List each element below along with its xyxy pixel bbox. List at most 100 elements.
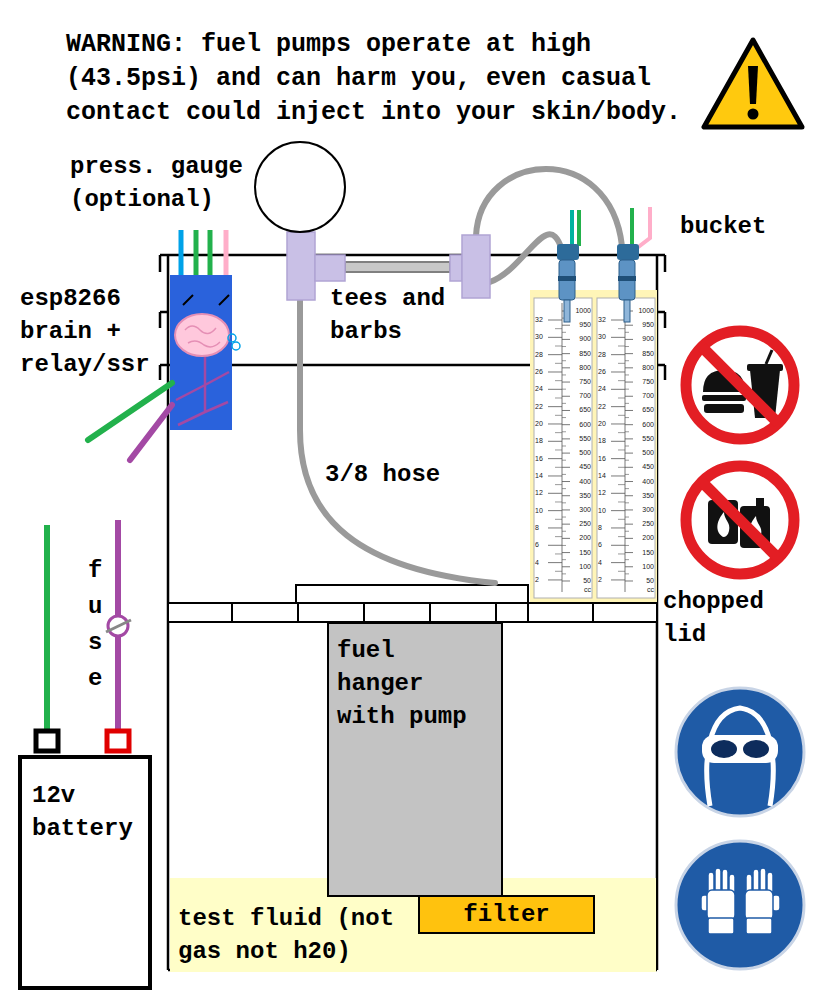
pressure-gauge bbox=[255, 142, 345, 232]
scale-tick bbox=[625, 389, 629, 390]
scale-tick bbox=[611, 441, 625, 442]
glove-palm bbox=[745, 890, 773, 920]
scale-tick bbox=[618, 328, 625, 329]
signal-wire bbox=[179, 230, 184, 278]
scale-number: 150 bbox=[571, 549, 591, 557]
graduated-cylinder bbox=[597, 298, 655, 598]
scale-tick bbox=[562, 353, 570, 354]
scale-number: 12 bbox=[535, 489, 547, 497]
flame-icon bbox=[717, 512, 729, 537]
prohibition-ring bbox=[686, 331, 794, 439]
scale-tick bbox=[555, 380, 562, 381]
brain-icon bbox=[175, 314, 229, 356]
scale-tick bbox=[625, 481, 633, 482]
goggle-lens bbox=[743, 740, 769, 758]
scale-tick bbox=[562, 389, 566, 390]
scale-tick bbox=[562, 346, 566, 347]
scale-tick bbox=[562, 360, 566, 361]
lid-cut bbox=[297, 603, 299, 622]
scale-tick bbox=[625, 396, 633, 397]
prohibition-slash bbox=[702, 482, 778, 558]
fuel-hose bbox=[345, 262, 450, 272]
hanger-flange bbox=[296, 585, 528, 603]
scale-tick bbox=[611, 406, 625, 407]
scale-tick bbox=[562, 552, 570, 553]
scale-number: 12 bbox=[598, 489, 610, 497]
injector-wire bbox=[570, 210, 574, 246]
scale-number: 550 bbox=[634, 435, 654, 443]
brain-fold bbox=[185, 326, 220, 347]
scale-number: 400 bbox=[634, 478, 654, 486]
scale-tick bbox=[562, 524, 570, 525]
scale-number: 400 bbox=[571, 478, 591, 486]
scale-number: 750 bbox=[571, 378, 591, 386]
no-food-sign bbox=[686, 331, 794, 439]
scale-tick bbox=[611, 389, 625, 390]
scale-number: 8 bbox=[598, 524, 610, 532]
scale-tick bbox=[548, 320, 562, 321]
prohibition-slash bbox=[702, 347, 778, 423]
scale-number: 2 bbox=[535, 576, 547, 584]
scale-number: 22 bbox=[598, 403, 610, 411]
scale-tick bbox=[562, 573, 566, 574]
scale-number: 950 bbox=[571, 321, 591, 329]
scale-tick bbox=[618, 397, 625, 398]
tee-fitting bbox=[450, 255, 462, 281]
scale-tick bbox=[562, 509, 570, 510]
scale-tick bbox=[562, 481, 570, 482]
injector bbox=[557, 210, 579, 322]
scale-tick bbox=[555, 397, 562, 398]
scale-tick bbox=[625, 545, 629, 546]
goggle-lens bbox=[711, 740, 737, 758]
scale-tick bbox=[625, 538, 633, 539]
scale-tick bbox=[555, 571, 562, 572]
scale-number: 200 bbox=[571, 534, 591, 542]
tee-fitting bbox=[315, 255, 345, 281]
scale-tick bbox=[562, 410, 570, 411]
scale-tick bbox=[548, 389, 562, 390]
bucket-rim bbox=[664, 365, 667, 380]
unit-label: cc bbox=[634, 586, 654, 594]
scale-tick bbox=[562, 474, 566, 475]
scale-tick bbox=[625, 410, 633, 411]
scale-tick bbox=[625, 559, 629, 560]
scale-tick bbox=[562, 424, 570, 425]
scale-tick bbox=[625, 332, 629, 333]
chopped-lid bbox=[168, 585, 657, 622]
scale-number: 600 bbox=[571, 421, 591, 429]
bucket-rim bbox=[664, 312, 667, 328]
filter-label: filter bbox=[463, 898, 549, 931]
scale-tick bbox=[555, 449, 562, 450]
scale-number: 1000 bbox=[634, 307, 654, 315]
scale-number: 14 bbox=[598, 472, 610, 480]
warning-sign bbox=[704, 40, 802, 127]
scale-tick bbox=[618, 432, 625, 433]
scale-tick bbox=[625, 531, 629, 532]
injector-body bbox=[559, 260, 575, 300]
no-flammables-sign bbox=[686, 466, 794, 574]
scale-number: 24 bbox=[535, 385, 547, 393]
scale-tick bbox=[625, 580, 633, 581]
scale-number: 6 bbox=[535, 541, 547, 549]
scale-tick bbox=[625, 424, 633, 425]
scale-tick bbox=[611, 337, 625, 338]
relay-switch bbox=[219, 295, 229, 305]
mandatory-disc bbox=[676, 688, 804, 816]
bucket-rim bbox=[160, 254, 665, 257]
scale-tick bbox=[555, 346, 562, 347]
scale-tick bbox=[555, 415, 562, 416]
scale-tick bbox=[618, 380, 625, 381]
scale-tick bbox=[625, 445, 629, 446]
scale-tick bbox=[625, 367, 633, 368]
relay-coil bbox=[232, 342, 240, 350]
exclamation-dot bbox=[748, 109, 759, 120]
scale-tick bbox=[611, 320, 625, 321]
prohibition-ring bbox=[686, 466, 794, 574]
scale-tick bbox=[562, 538, 570, 539]
scale-number: 30 bbox=[598, 333, 610, 341]
lid-cut bbox=[527, 603, 529, 622]
scale-tick bbox=[625, 517, 629, 518]
scale-tick bbox=[555, 501, 562, 502]
scale-number: 1000 bbox=[571, 307, 591, 315]
power-wire bbox=[44, 525, 50, 730]
